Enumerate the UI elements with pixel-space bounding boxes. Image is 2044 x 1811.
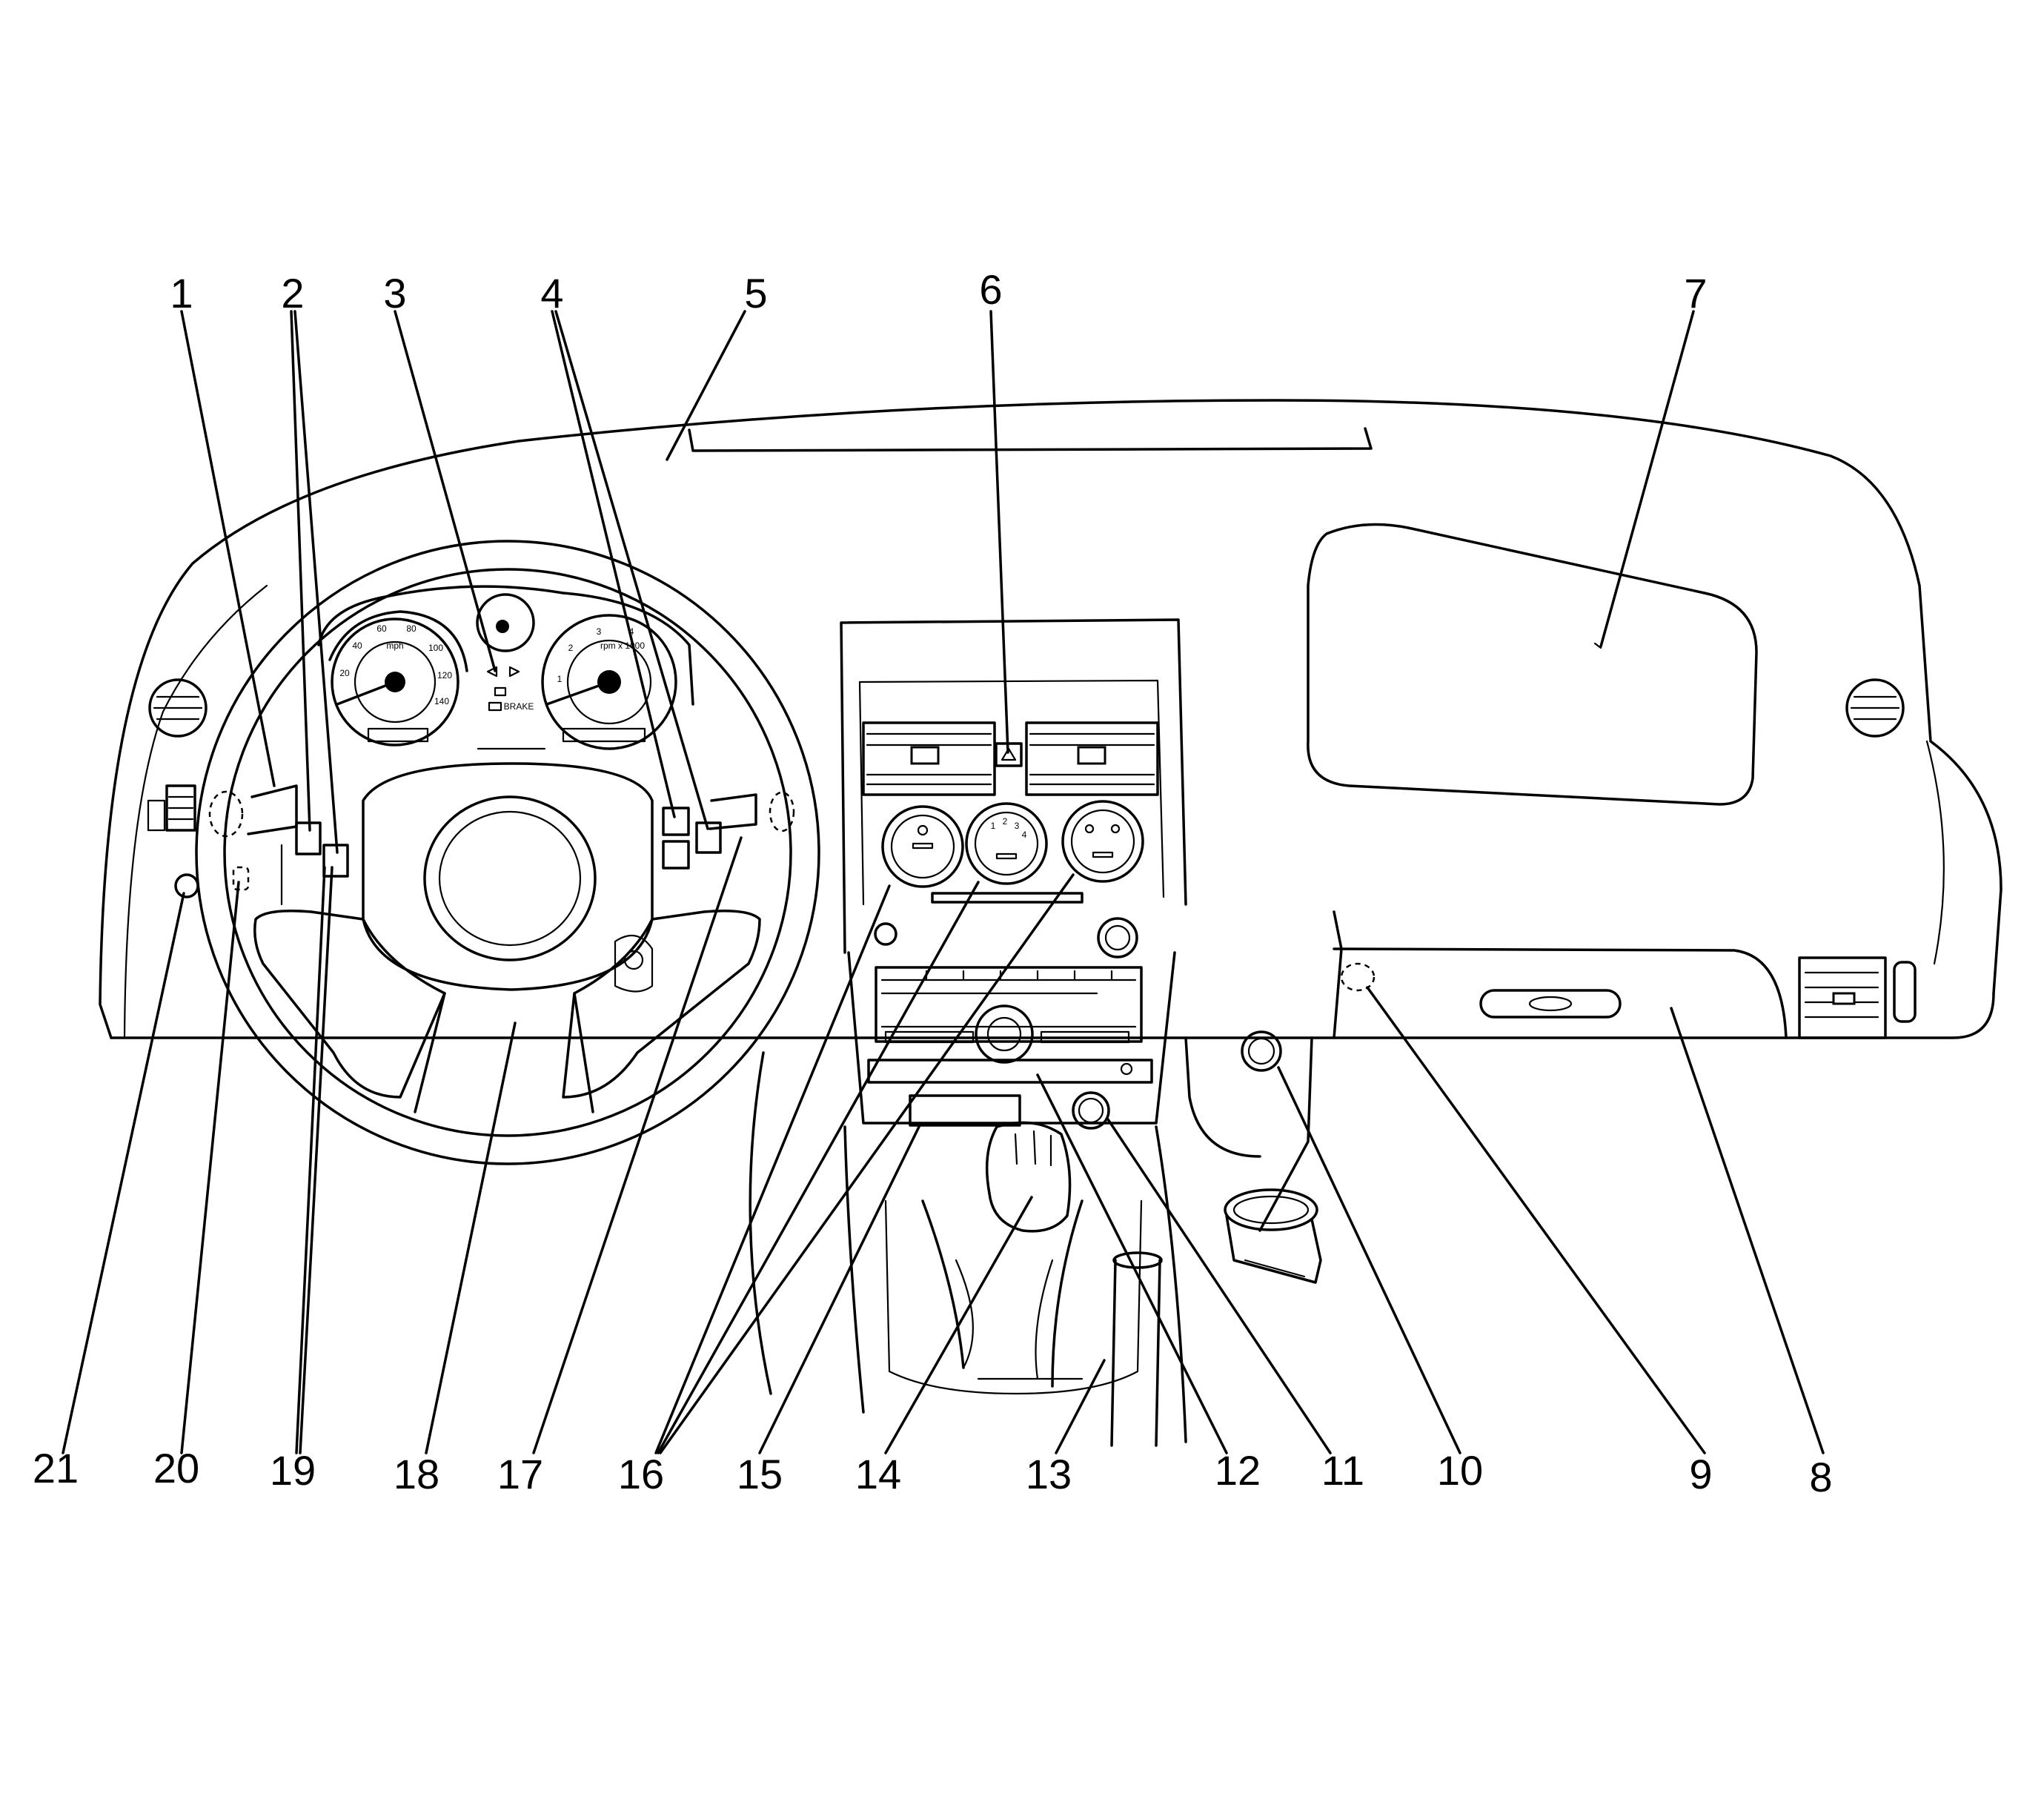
- callout-14: 14: [855, 1451, 901, 1497]
- steering-wheel: [195, 540, 820, 1165]
- parking-brake-lever: [1110, 1251, 1163, 1447]
- accessory-power-outlet: [1241, 1030, 1282, 1072]
- callout-18: 18: [394, 1451, 439, 1497]
- callout-8: 8: [1809, 1454, 1832, 1500]
- tach-tick-3: 3: [597, 626, 602, 637]
- callout-19: 19: [270, 1447, 316, 1494]
- tach-tick-4: 4: [629, 626, 634, 637]
- ignition-button: [174, 873, 199, 898]
- callout-20: 20: [153, 1445, 199, 1491]
- lower-right-trim: [1184, 1036, 1313, 1232]
- callout-3: 3: [383, 270, 406, 317]
- hvac-knob-mode: [1061, 800, 1144, 883]
- left-steering-controls: [280, 821, 349, 906]
- callout-10: 10: [1437, 1447, 1483, 1494]
- leader-lines: [62, 310, 1825, 1454]
- callout-2: 2: [281, 270, 304, 317]
- callout-4: 4: [540, 270, 563, 317]
- callout-6: 6: [979, 266, 1002, 313]
- callout-labels: 1 2 3 4 5 6 7 8 9 10 11 12 13 14 15 16 1…: [33, 266, 1833, 1500]
- callout-21: 21: [33, 1445, 79, 1491]
- tach-tick-1: 1: [557, 674, 563, 684]
- callout-17: 17: [497, 1451, 543, 1497]
- speed-tick-40: 40: [352, 640, 362, 651]
- callout-5: 5: [744, 270, 767, 317]
- callout-7: 7: [1684, 270, 1707, 317]
- center-console: [749, 1051, 1187, 1443]
- left-side-vent: [148, 678, 208, 738]
- callout-11: 11: [1321, 1447, 1364, 1494]
- speed-tick-120: 120: [437, 670, 452, 681]
- speed-tick-100: 100: [428, 643, 443, 653]
- hvac-lower-slot: [931, 892, 1084, 904]
- tach-tick-2: 2: [568, 643, 574, 653]
- speed-tick-60: 60: [376, 623, 387, 634]
- fan-tick-3: 3: [1015, 821, 1020, 831]
- hidden-switch: [232, 866, 250, 891]
- hvac-knob-left: [881, 805, 964, 888]
- glove-box: [1333, 910, 1788, 1039]
- callout-9: 9: [1689, 1451, 1712, 1497]
- callout-1: 1: [170, 270, 193, 317]
- cup-holder: [1224, 1188, 1322, 1284]
- fan-tick-2: 2: [1003, 816, 1008, 827]
- shift-knob: [985, 1121, 1072, 1233]
- right-center-vent: [1798, 956, 1917, 1039]
- callout-16: 16: [618, 1451, 664, 1497]
- headlamp-switch: [147, 784, 196, 832]
- instrument-panel-outline: [99, 399, 2002, 1039]
- right-stalk: [709, 791, 795, 832]
- fan-tick-1: 1: [991, 821, 996, 831]
- passenger-airbag-module: [1307, 523, 1758, 806]
- shift-boot: [921, 1199, 1084, 1388]
- instrument-cluster: mph 20 40 60 80 100 120 140 rpm x 1000 1…: [317, 585, 694, 750]
- speed-tick-80: 80: [406, 623, 417, 634]
- tach-unit: rpm x 1000: [600, 640, 645, 651]
- speed-tick-20: 20: [339, 668, 350, 678]
- right-steering-controls: [662, 807, 722, 870]
- right-side-vent: [1845, 678, 1905, 738]
- speed-tick-140: 140: [434, 696, 449, 706]
- display-module: [909, 1094, 1021, 1127]
- center-round-switch: [1072, 1091, 1110, 1130]
- callout-15: 15: [737, 1451, 783, 1497]
- callout-13: 13: [1026, 1451, 1072, 1497]
- brake-telltale: BRAKE: [504, 701, 534, 712]
- fan-tick-4: 4: [1022, 830, 1027, 840]
- left-stalk: [208, 784, 298, 838]
- callout-12: 12: [1215, 1447, 1261, 1494]
- center-vents: [862, 721, 1159, 796]
- speedo-unit: mph: [386, 640, 403, 651]
- hvac-knob-fan: 1 2 3 4: [965, 802, 1048, 885]
